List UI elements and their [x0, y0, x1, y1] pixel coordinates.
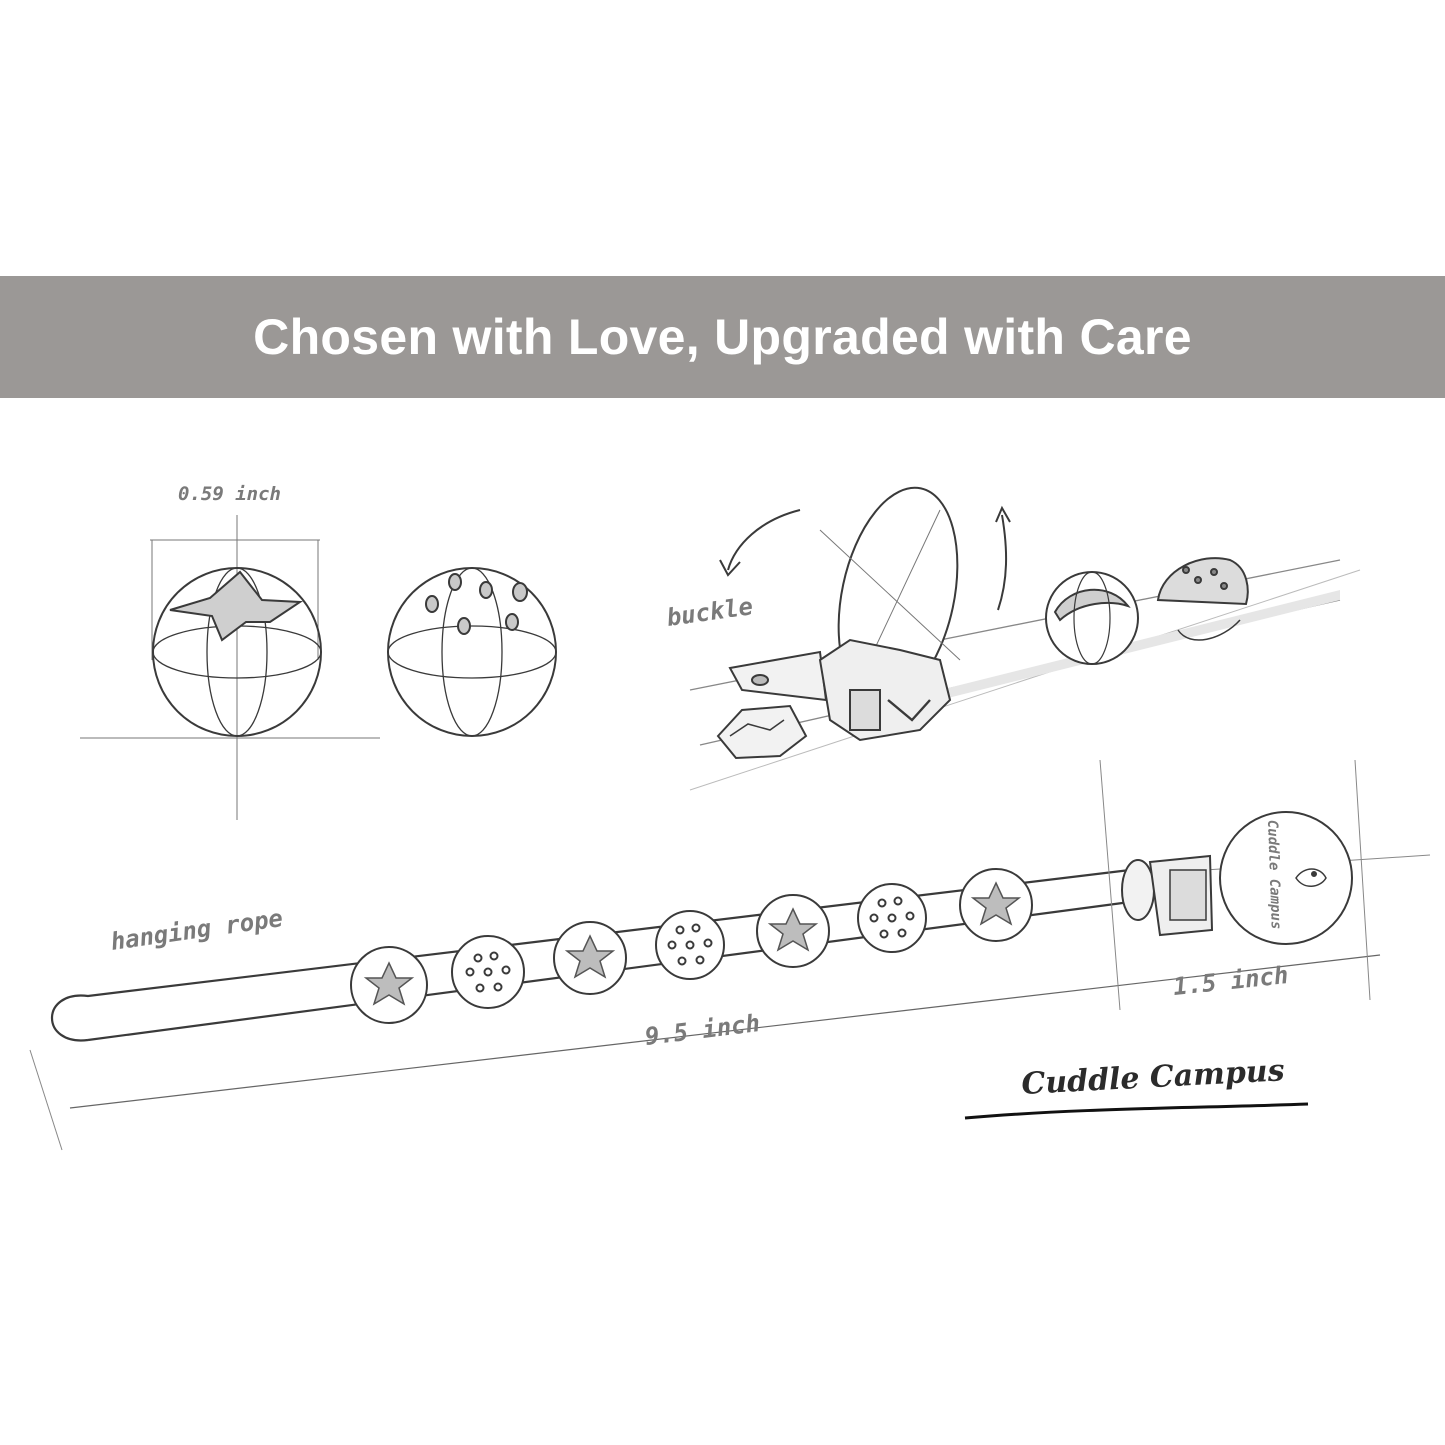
clip-head — [1121, 811, 1353, 945]
strap-bead-star — [959, 868, 1033, 942]
brand-signature: Cuddle Campus — [1021, 1053, 1286, 1102]
strap-bead-dotted — [857, 883, 927, 953]
buckle-sketch — [689, 486, 1361, 791]
title-banner: Chosen with Love, Upgraded with Care — [0, 276, 1445, 398]
clip-width-label: 1.5 inch — [1172, 961, 1290, 1001]
star-bead-sketch — [80, 515, 380, 820]
pacifier-strap-sketch — [29, 759, 1431, 1151]
strap-bead-dotted — [655, 910, 725, 980]
strap-bead-dotted — [451, 935, 525, 1009]
strap-bead-star — [756, 894, 830, 968]
banner-title: Chosen with Love, Upgraded with Care — [253, 309, 1192, 365]
signature-underline — [964, 1102, 1309, 1120]
rope-length-label: 9.5 inch — [643, 1009, 761, 1051]
bead-diameter-label: 0.59 inch — [178, 483, 281, 505]
strap-bead-star — [350, 946, 428, 1024]
clip-brand-label: Cuddle Campus — [1264, 820, 1284, 930]
buckle-label: buckle — [665, 592, 755, 632]
strap-bead-star — [553, 921, 627, 995]
hanging-rope-label: hanging rope — [109, 904, 285, 956]
dotted-bead-sketch — [387, 567, 557, 737]
